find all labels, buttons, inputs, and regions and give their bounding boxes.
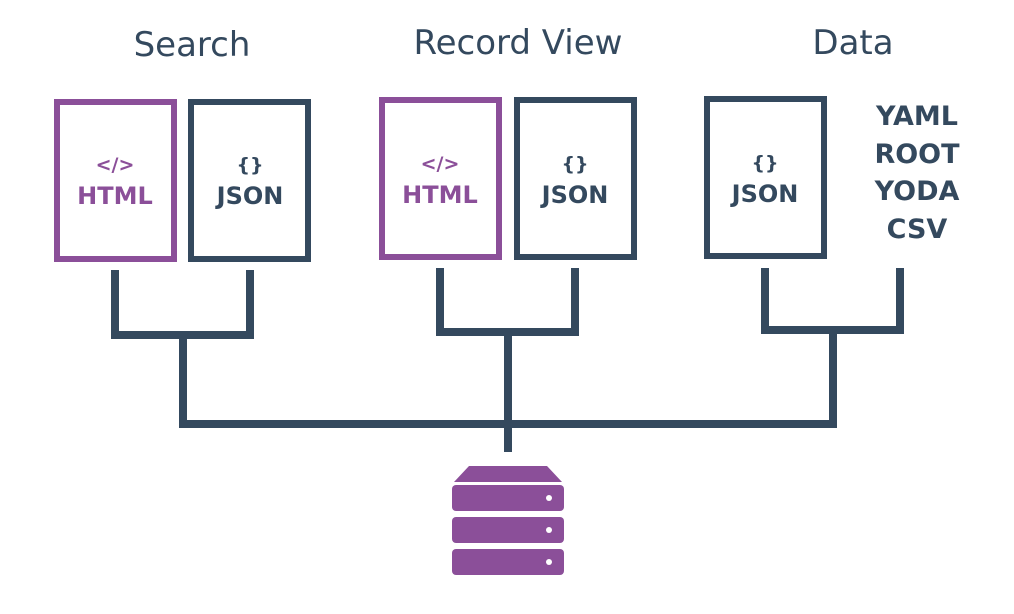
connector-data — [761, 268, 904, 334]
json-braces-icon: {} — [561, 153, 588, 175]
json-braces-icon: {} — [751, 152, 778, 174]
document-search-json: {} JSON — [188, 99, 311, 262]
format-item: YAML — [875, 101, 958, 132]
format-item: YODA — [874, 176, 960, 207]
document-frame — [188, 99, 311, 262]
section-heading-search: Search — [134, 25, 251, 65]
document-label: JSON — [215, 182, 284, 210]
connector-record-view — [436, 268, 579, 336]
server-unit — [452, 517, 564, 543]
section-heading-data: Data — [812, 23, 893, 63]
document-label: HTML — [77, 182, 153, 210]
section-heading-record-view: Record View — [414, 23, 623, 63]
server-top — [454, 466, 562, 482]
server-unit — [452, 485, 564, 511]
document-frame — [514, 97, 637, 260]
html-code-icon: </> — [421, 153, 460, 175]
format-item: ROOT — [874, 139, 960, 170]
connector-lines — [111, 268, 904, 452]
format-item: CSV — [887, 214, 948, 245]
document-label: HTML — [402, 181, 478, 209]
server-led — [546, 495, 552, 501]
server-unit — [452, 549, 564, 575]
server-stack-icon — [452, 466, 564, 575]
document-frame — [379, 97, 502, 260]
document-label: JSON — [540, 181, 609, 209]
json-braces-icon: {} — [236, 154, 263, 176]
document-frame — [54, 99, 177, 262]
server-led — [546, 559, 552, 565]
document-record-view-html: </> HTML — [379, 97, 502, 260]
data-format-list: YAML ROOT YODA CSV — [874, 101, 961, 245]
server-led — [546, 527, 552, 533]
html-code-icon: </> — [96, 154, 135, 176]
document-record-view-json: {} JSON — [514, 97, 637, 260]
document-data-json: {} JSON — [704, 96, 827, 259]
document-frame — [704, 96, 827, 259]
document-label: JSON — [730, 180, 799, 208]
connector-search — [111, 270, 254, 339]
document-search-html: </> HTML — [54, 99, 177, 262]
